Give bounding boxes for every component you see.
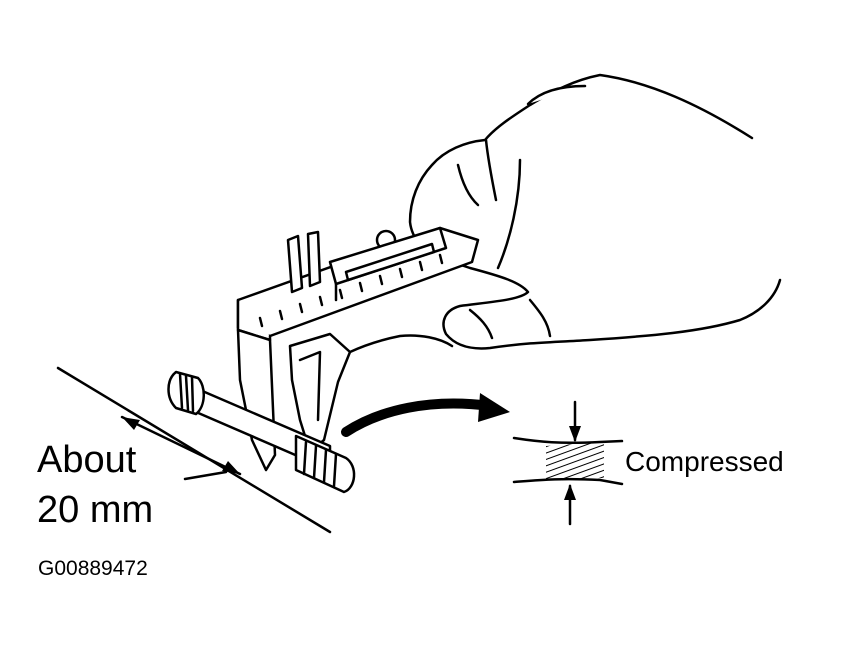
distance-label-value: 20 mm [37,489,154,531]
compressed-label: Compressed [625,446,784,477]
distance-dimension [56,366,332,534]
compressed-gap-icon [512,400,624,526]
distance-label-about: About [37,439,137,481]
caliper-icon [236,226,480,472]
hand-icon [408,73,782,350]
curved-arrow-icon [341,398,495,437]
figure-id: G00889472 [38,557,148,580]
bolt-icon [167,370,356,494]
